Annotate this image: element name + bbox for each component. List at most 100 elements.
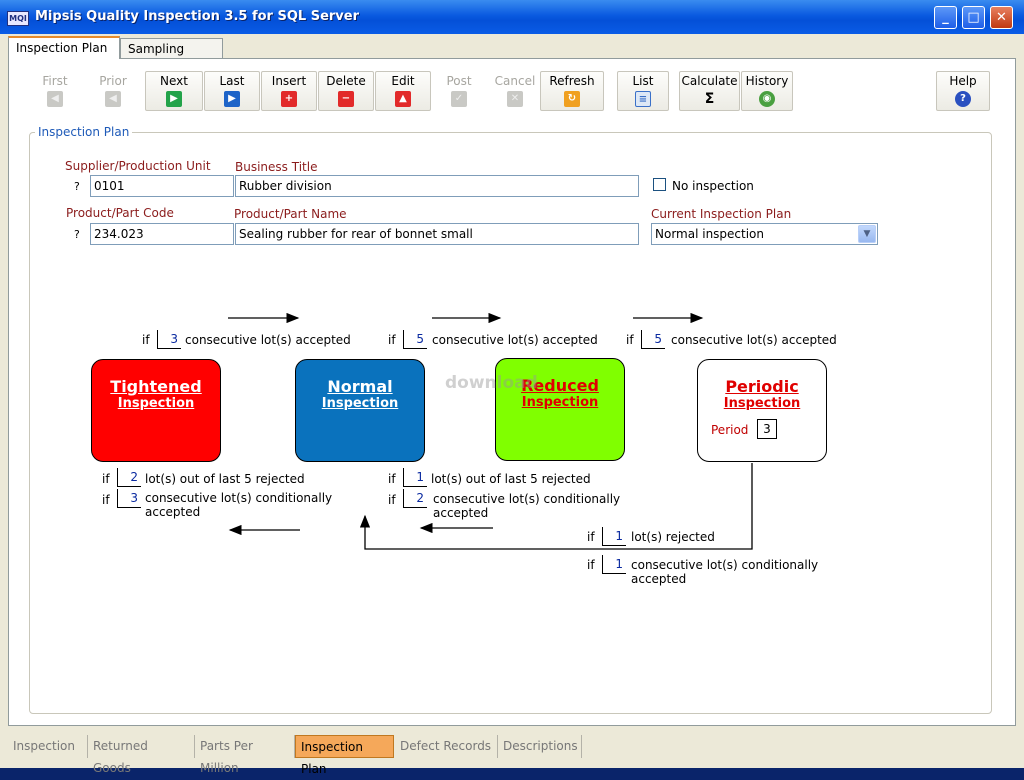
product-code-label: Product/Part Code [66, 206, 174, 220]
if-label: if [388, 472, 396, 486]
prior-icon: ◀ [105, 91, 121, 107]
no-inspection-checkbox[interactable] [653, 178, 666, 191]
up3-value[interactable]: 5 [641, 330, 665, 349]
supplier-label: Supplier/Production Unit [65, 159, 211, 173]
supplier-field[interactable]: 0101 [90, 175, 234, 197]
product-name-label: Product/Part Name [234, 207, 347, 221]
tab-descriptions[interactable]: Descriptions [498, 735, 582, 758]
last-label: Last [219, 74, 245, 88]
minimize-button[interactable]: _ [934, 6, 957, 29]
tab-inspection[interactable]: Inspection [8, 735, 88, 758]
tab-inspection-plan-bottom[interactable]: Inspection Plan [295, 735, 394, 776]
state-tightened-sub: Inspection [117, 396, 195, 411]
post-button[interactable]: Post✓ [432, 71, 486, 111]
help-button[interactable]: Help? [936, 71, 990, 111]
state-normal[interactable]: Normal Inspection [295, 359, 425, 462]
down1b-value[interactable]: 3 [117, 489, 141, 508]
up2-value[interactable]: 5 [403, 330, 427, 349]
sigma-icon: Σ [704, 91, 715, 107]
next-button[interactable]: Next▶ [145, 71, 203, 111]
delete-label: Delete [326, 74, 366, 88]
maximize-button[interactable]: □ [962, 6, 985, 29]
down3b-text: consecutive lot(s) conditionally accepte… [631, 558, 819, 586]
state-reduced[interactable]: Reduced Inspection [495, 358, 625, 461]
down2a-text: lot(s) out of last 5 rejected [431, 472, 591, 486]
down2a-value[interactable]: 1 [403, 468, 427, 487]
help-label: Help [949, 74, 977, 88]
down2b-text: consecutive lot(s) conditionally accepte… [433, 492, 621, 520]
edit-button[interactable]: Edit▲ [375, 71, 431, 111]
refresh-icon: ↻ [564, 91, 580, 107]
state-tightened[interactable]: Tightened Inspection [91, 359, 221, 462]
period-field[interactable]: 3 [757, 419, 777, 439]
arrow-periodic-to-normal [359, 463, 753, 550]
post-label: Post [446, 74, 472, 88]
toolbar: First◀ Prior ◀ Next▶ Last ▶ Insert+ Delete… [22, 68, 997, 113]
if-label: if [626, 333, 634, 347]
supplier-lookup-button[interactable]: ? [74, 180, 80, 193]
period-label: Period [711, 423, 749, 437]
state-periodic-title: Periodic [725, 377, 799, 396]
last-icon: ▶ [224, 91, 240, 107]
refresh-button[interactable]: Refresh↻ [540, 71, 604, 111]
window-title: Mipsis Quality Inspection 3.5 for SQL Se… [35, 9, 359, 24]
cancel-label: Cancel [494, 74, 536, 88]
delete-button[interactable]: Delete − [318, 71, 374, 111]
current-plan-select[interactable]: Normal inspection ▼ [651, 223, 878, 245]
tab-parts-per-million[interactable]: Parts Per Million [195, 735, 295, 775]
minus-icon: − [338, 91, 354, 107]
if-label: if [388, 493, 396, 507]
state-periodic[interactable]: Periodic Inspection [697, 359, 827, 462]
edit-icon: ▲ [395, 91, 411, 107]
down2b-value[interactable]: 2 [403, 489, 427, 508]
close-button[interactable]: ✕ [990, 6, 1013, 29]
if-label: if [587, 530, 595, 544]
down3b-value[interactable]: 1 [602, 555, 626, 574]
first-button[interactable]: First◀ [28, 71, 82, 111]
app-icon: MQI [7, 11, 29, 26]
if-label: if [142, 333, 150, 347]
if-label: if [102, 472, 110, 486]
chevron-down-icon[interactable]: ▼ [858, 225, 876, 243]
product-name-field[interactable]: Sealing rubber for rear of bonnet small [235, 223, 639, 245]
up3-text: consecutive lot(s) accepted [671, 333, 837, 347]
list-button[interactable]: List ≡ [617, 71, 669, 111]
group-title: Inspection Plan [35, 125, 133, 139]
up1-value[interactable]: 3 [157, 330, 181, 349]
history-label: History [745, 74, 789, 88]
current-plan-value: Normal inspection [655, 227, 765, 241]
prior-label: Prior [99, 74, 127, 88]
insert-label: Insert [271, 74, 307, 88]
tab-inspection-plan[interactable]: Inspection Plan [8, 36, 120, 59]
product-lookup-button[interactable]: ? [74, 228, 80, 241]
state-normal-title: Normal [327, 377, 393, 396]
product-code-field[interactable]: 234.023 [90, 223, 234, 245]
state-reduced-sub: Inspection [521, 395, 599, 410]
state-normal-sub: Inspection [321, 396, 399, 411]
down1b-text: consecutive lot(s) conditionally accepte… [145, 491, 333, 519]
if-label: if [388, 333, 396, 347]
history-button[interactable]: History◉ [741, 71, 793, 111]
tab-returned-goods[interactable]: Returned Goods [88, 735, 195, 775]
last-button[interactable]: Last ▶ [204, 71, 260, 111]
tab-defect-records[interactable]: Defect Records [395, 735, 498, 758]
list-icon: ≡ [635, 91, 651, 107]
first-label: First [42, 74, 68, 88]
next-icon: ▶ [166, 91, 182, 107]
down3a-value[interactable]: 1 [602, 527, 626, 546]
prior-button[interactable]: Prior ◀ [86, 71, 140, 111]
inspection-plan-group [29, 132, 992, 714]
down3a-text: lot(s) rejected [631, 530, 715, 544]
state-periodic-sub: Inspection [723, 396, 801, 411]
list-label: List [632, 74, 654, 88]
cancel-button[interactable]: Cancel ✕ [487, 71, 543, 111]
down1a-value[interactable]: 2 [117, 468, 141, 487]
cancel-icon: ✕ [507, 91, 523, 107]
if-label: if [587, 558, 595, 572]
current-plan-label: Current Inspection Plan [651, 207, 792, 221]
business-title-field[interactable]: Rubber division [235, 175, 639, 197]
insert-button[interactable]: Insert+ [261, 71, 317, 111]
